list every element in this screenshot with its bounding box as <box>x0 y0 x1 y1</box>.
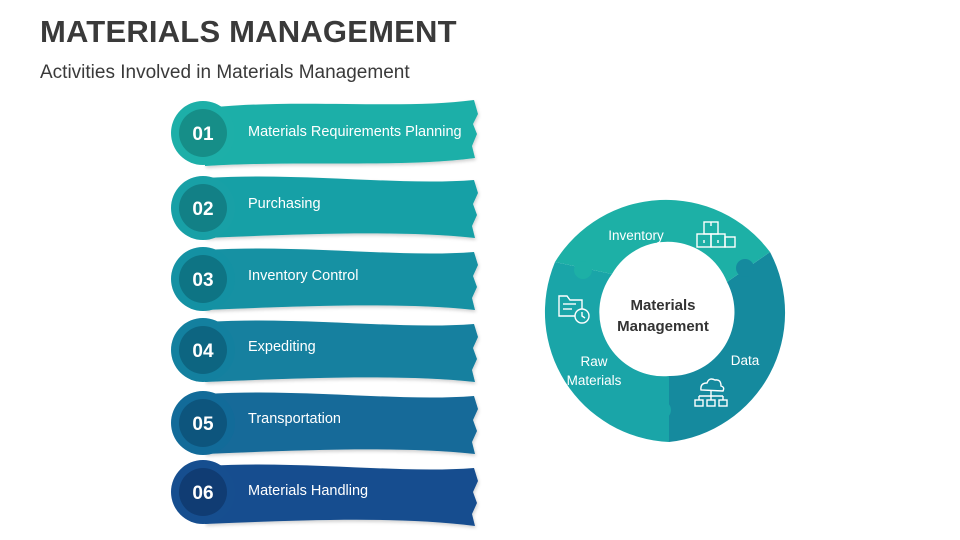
cycle-segment-inventory <box>555 199 770 282</box>
cycle-center <box>601 252 725 376</box>
page-subtitle: Activities Involved in Materials Managem… <box>40 62 410 83</box>
step-badge <box>179 326 227 374</box>
step-number: 01 <box>192 124 214 145</box>
step-ribbon <box>205 100 478 166</box>
step-item: 06 Materials Handling <box>171 460 478 526</box>
cycle-center-label: Management <box>617 318 709 335</box>
cycle-label-data: Data <box>731 353 760 368</box>
step-item: 01 Materials Requirements Planning <box>171 100 478 166</box>
cycle-label-inventory: Inventory <box>608 228 664 243</box>
step-label: Materials Handling <box>248 483 368 499</box>
step-badge <box>179 468 227 516</box>
puzzle-knob <box>736 259 754 277</box>
step-number: 05 <box>192 414 214 435</box>
step-label: Inventory Control <box>248 268 358 284</box>
folder-clock-icon <box>558 295 590 324</box>
step-badge <box>179 399 227 447</box>
step-badge <box>179 184 227 232</box>
cycle-segment-raw-materials <box>544 262 669 442</box>
step-ribbon <box>205 320 478 382</box>
step-ribbon <box>205 392 478 454</box>
step-number: 03 <box>192 270 213 291</box>
puzzle-knob <box>574 261 592 279</box>
cycle-diagram: Materials Management Inventory Data Raw … <box>544 199 786 442</box>
step-badge <box>179 255 227 303</box>
cycle-segment-data <box>669 252 786 442</box>
step-label: Materials Requirements Planning <box>248 124 462 140</box>
puzzle-knob <box>653 401 671 419</box>
cycle-center-label: Materials <box>630 297 695 314</box>
cloud-network-icon <box>694 378 728 407</box>
step-label: Purchasing <box>248 196 321 212</box>
step-label: Expediting <box>248 339 316 355</box>
cycle-label-raw-materials: Materials <box>567 373 622 388</box>
step-ribbon <box>205 176 478 238</box>
step-number: 06 <box>192 483 213 504</box>
step-item: 04 Expediting <box>171 318 478 382</box>
step-number: 04 <box>192 341 214 362</box>
boxes-icon <box>696 221 736 248</box>
step-ribbon <box>205 464 478 526</box>
steps-list: 01 Materials Requirements Planning 02 Pu… <box>171 100 478 526</box>
page-title: MATERIALS MANAGEMENT <box>40 14 457 49</box>
step-number: 02 <box>192 199 213 220</box>
step-item: 03 Inventory Control <box>171 247 478 311</box>
step-badge <box>179 109 227 157</box>
step-item: 02 Purchasing <box>171 176 478 240</box>
step-label: Transportation <box>248 411 341 427</box>
cycle-label-raw-materials: Raw <box>580 354 607 369</box>
step-item: 05 Transportation <box>171 391 478 455</box>
step-ribbon <box>205 248 478 310</box>
